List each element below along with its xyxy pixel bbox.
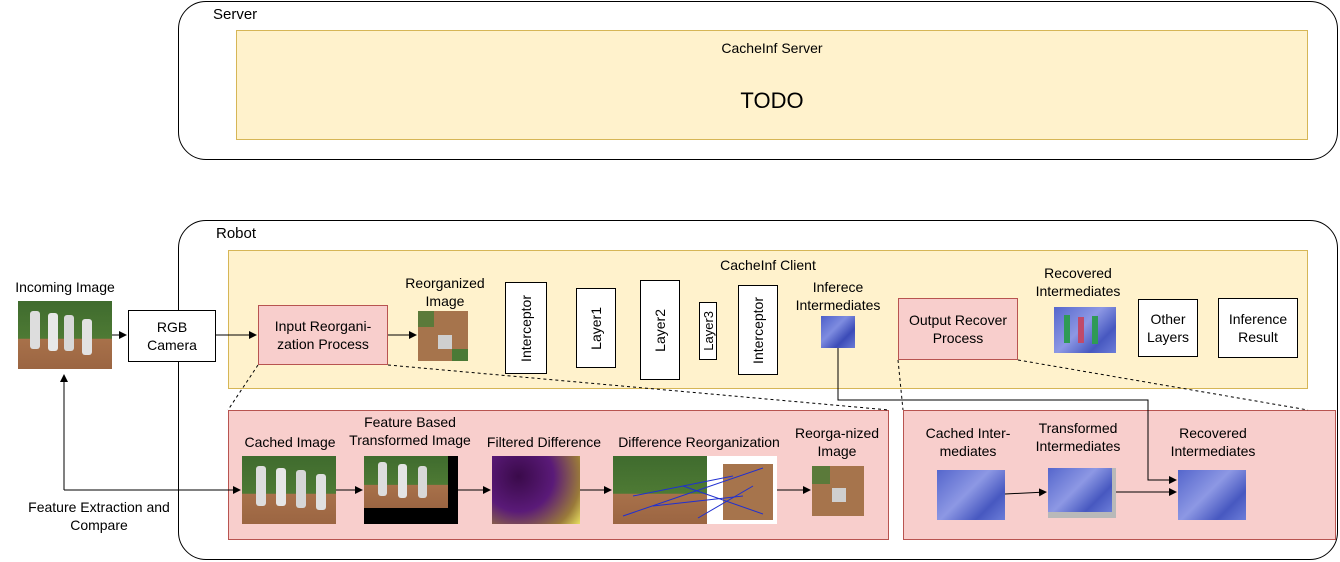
transformed-intermediates-thumb <box>1048 468 1116 518</box>
reorganized-image-label: Reorganized Image <box>405 275 485 309</box>
cached-intermediates-thumb <box>937 470 1005 520</box>
recovered-intermediates-top-thumb <box>1054 307 1116 353</box>
reorganized-image-detail-label: Reorga-nized Image <box>794 425 880 459</box>
recovered-intermediates-label: Recovered Intermediates <box>1170 425 1256 459</box>
feature-extraction-label: Feature Extraction and Compare <box>28 499 170 533</box>
cacheinf-server-title: CacheInf Server <box>721 40 823 56</box>
incoming-image-label: Incoming Image <box>15 279 115 295</box>
layer2-box: Layer2 <box>640 280 680 380</box>
recovered-intermediates-top-label: Recovered Intermediates <box>1035 265 1121 299</box>
server-label: Server <box>213 6 258 23</box>
transformed-intermediates-label: Transformed Intermediates <box>1035 420 1121 454</box>
feature-based-label: Feature Based Transformed Image <box>349 414 471 448</box>
filtered-difference-thumb <box>492 456 580 524</box>
inference-result-box: Inference Result <box>1218 298 1298 358</box>
layer3-box: Layer3 <box>699 302 717 360</box>
recovered-intermediates-thumb <box>1178 470 1246 520</box>
reorganized-image-thumb <box>418 311 468 361</box>
layer1-box: Layer1 <box>576 288 616 368</box>
filtered-difference-label: Filtered Difference <box>486 434 602 450</box>
incoming-image <box>18 301 112 369</box>
robot-label: Robot <box>216 225 257 242</box>
input-reorganization-box: Input Reorgani-zation Process <box>258 305 388 365</box>
cached-image-label: Cached Image <box>244 434 336 450</box>
cached-image-thumb <box>242 456 336 524</box>
todo-text: TODO <box>740 88 804 113</box>
cacheinf-server-box <box>236 30 1308 140</box>
inferece-intermediates-thumb <box>821 316 855 348</box>
rgb-camera-box: RGB Camera <box>128 310 216 362</box>
other-layers-box: Other Layers <box>1138 299 1198 357</box>
difference-reorganization-label: Difference Reorganization <box>618 434 780 450</box>
cacheinf-client-title: CacheInf Client <box>720 257 816 273</box>
interceptor-box-1: Interceptor <box>505 282 547 374</box>
difference-reorganization-thumb <box>613 456 777 524</box>
inferece-intermediates-label: Inferece Intermediates <box>795 279 881 313</box>
interceptor-box-2: Interceptor <box>738 285 778 375</box>
reorganized-image-detail-thumb <box>812 466 864 516</box>
output-recover-box: Output Recover Process <box>898 298 1018 360</box>
feature-based-thumb <box>364 456 458 524</box>
cached-intermediates-label: Cached Inter-mediates <box>925 425 1011 459</box>
